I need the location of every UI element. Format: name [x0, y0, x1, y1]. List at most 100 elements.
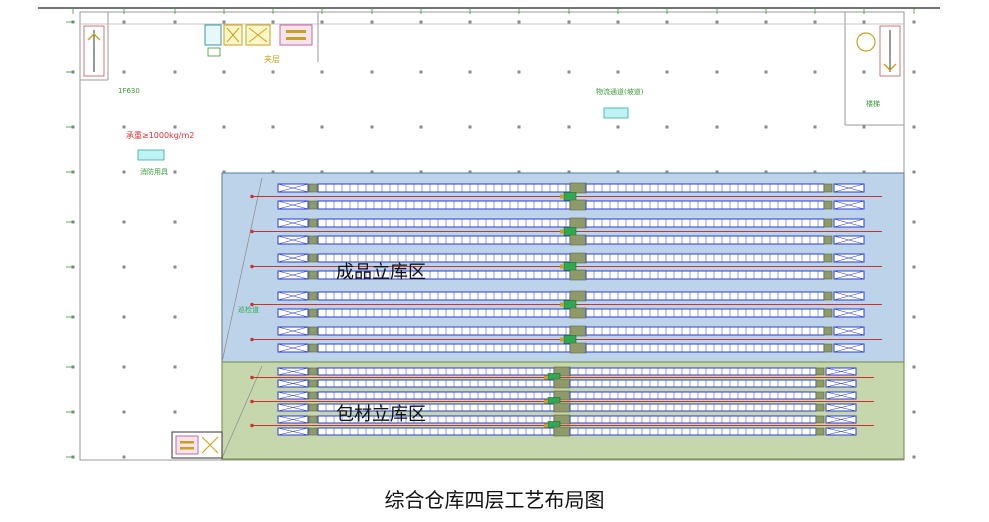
rack-connector: [823, 308, 833, 318]
grid-dot: [912, 20, 916, 24]
grid-dot: [616, 70, 620, 74]
rack-connector: [308, 391, 318, 400]
rack-end-cross: [825, 415, 857, 424]
grid-dot: [320, 70, 324, 74]
grid-dot: [122, 455, 126, 459]
rack-connector: [815, 391, 825, 400]
rack-end-cross: [277, 183, 309, 193]
rack-end-cross: [825, 403, 857, 412]
rack-connector: [823, 235, 833, 245]
grid-dot: [912, 125, 916, 129]
rack-row: [585, 343, 825, 353]
zone-edge-line: [221, 177, 263, 363]
rack-end-cross: [833, 343, 865, 353]
rack-end-cross: [833, 218, 865, 228]
rail-end: [250, 194, 254, 199]
grid-dot: [370, 170, 374, 174]
grid-dot: [517, 70, 521, 74]
rack-row: [317, 343, 571, 353]
aisle-label: 巡检道: [238, 305, 259, 314]
grid-dot: [912, 265, 916, 269]
rack-end-cross: [277, 415, 309, 424]
rack-end-cross: [277, 403, 309, 412]
rack-connector: [823, 200, 833, 210]
grid-dot: [567, 70, 571, 74]
grid-dot: [222, 170, 226, 174]
stacker-carriage: [560, 337, 564, 342]
transfer-station: [569, 199, 587, 211]
grid-dot: [173, 315, 177, 319]
grid-dot: [715, 70, 719, 74]
grid-dot: [173, 365, 177, 369]
rack-row: [569, 415, 817, 424]
rack-row: [317, 235, 571, 245]
rack-connector: [308, 343, 318, 353]
stacker-crane: [563, 335, 577, 344]
room-left-label: 1F630: [118, 87, 140, 95]
grid-dot: [813, 20, 817, 24]
stacker-carriage: [560, 264, 564, 269]
rack-row: [317, 427, 555, 436]
rack-connector: [815, 367, 825, 376]
stacker-crane: [563, 227, 577, 236]
grid-dot: [122, 20, 126, 24]
rack-end-cross: [833, 183, 865, 193]
stair-right: [856, 25, 901, 77]
grid-dot: [665, 20, 669, 24]
figure-caption: 综合仓库四层工艺布局图: [384, 488, 605, 512]
stacker-crane: [563, 192, 577, 201]
rack-connector: [308, 235, 318, 245]
rack-connector: [308, 403, 318, 412]
rack-connector: [308, 367, 318, 376]
grid-dot: [173, 265, 177, 269]
grid-dot: [813, 70, 817, 74]
grid-dot: [862, 170, 866, 174]
stair-left: [83, 25, 105, 77]
transfer-station: [569, 307, 587, 319]
grid-dot: [419, 20, 423, 24]
rack-row: [317, 183, 571, 193]
grid-dot: [813, 125, 817, 129]
rail-end: [250, 375, 254, 380]
grid-dot: [665, 70, 669, 74]
packaging-racks: [250, 366, 874, 437]
rack-end-cross: [277, 427, 309, 436]
grid-dot: [468, 125, 472, 129]
sign-left-label: 消防用具: [140, 167, 168, 176]
transfer-station: [569, 342, 587, 354]
rack-row: [569, 379, 817, 388]
finished-goods-zone-label: 成品立库区: [336, 262, 426, 283]
grid-dot: [862, 125, 866, 129]
grid-dot: [862, 20, 866, 24]
grid-dot: [222, 20, 226, 24]
grid-dot: [122, 170, 126, 174]
transfer-station: [569, 325, 587, 337]
grid-dot: [173, 410, 177, 414]
rack-connector: [308, 183, 318, 193]
rack-end-cross: [833, 308, 865, 318]
grid-dot: [122, 315, 126, 319]
rack-row: [317, 367, 555, 376]
grid-dot: [912, 315, 916, 319]
rack-end-cross: [833, 200, 865, 210]
rack-end-cross: [833, 235, 865, 245]
rack-row: [317, 291, 571, 301]
grid-dot: [122, 220, 126, 224]
transfer-station: [569, 182, 587, 194]
transfer-station: [569, 290, 587, 302]
rack-row: [317, 391, 555, 400]
rack-row: [585, 270, 825, 280]
rack-row: [585, 200, 825, 210]
rack-connector: [823, 253, 833, 263]
grid-dot: [271, 70, 275, 74]
rack-connector: [815, 379, 825, 388]
rack-end-cross: [277, 291, 309, 301]
rack-end-cross: [277, 391, 309, 400]
grid-dot: [517, 125, 521, 129]
rail-end: [250, 337, 254, 342]
room-right-label: 楼梯: [866, 99, 880, 108]
grid-dot: [764, 20, 768, 24]
grid-dot: [665, 170, 669, 174]
grid-dot: [122, 125, 126, 129]
rack-end-cross: [825, 367, 857, 376]
